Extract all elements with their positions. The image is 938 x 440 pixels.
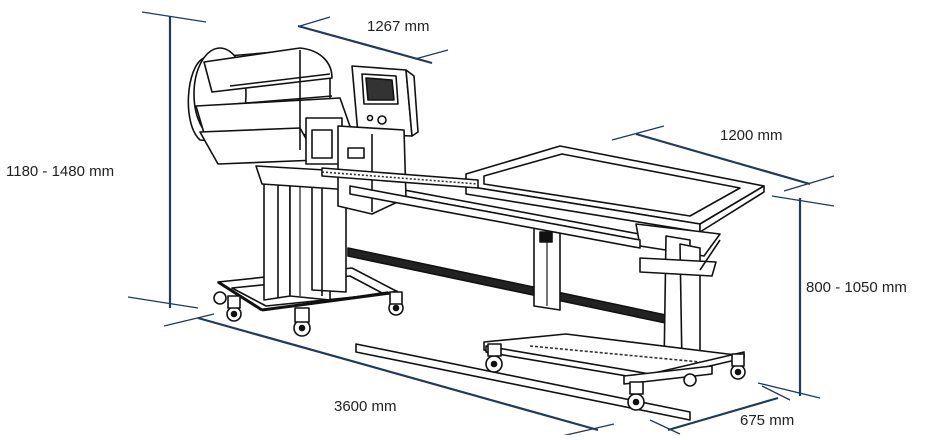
- dimension-lines: [127, 11, 835, 437]
- transfer-table: [465, 145, 765, 257]
- label-depth: 675 mm: [740, 412, 795, 429]
- dim-line-depth: [667, 396, 779, 432]
- label-table-height: 800 - 1050 mm: [806, 279, 907, 296]
- dim-line-top-length: [297, 24, 433, 65]
- dim-line-total-length: [197, 316, 599, 432]
- label-top-length: 1267 mm: [367, 18, 430, 35]
- machine-body: [187, 47, 765, 421]
- right-casters: [485, 343, 746, 411]
- left-casters: [213, 291, 404, 337]
- right-base-frame: [483, 333, 745, 385]
- label-total-height: 1180 - 1480 mm: [6, 163, 115, 180]
- drum-unit: [187, 47, 353, 165]
- dim-line-table-length: [635, 132, 811, 186]
- label-total-length: 3600 mm: [334, 398, 397, 415]
- label-table-length: 1200 mm: [720, 127, 783, 144]
- front-conveyor: [321, 167, 641, 249]
